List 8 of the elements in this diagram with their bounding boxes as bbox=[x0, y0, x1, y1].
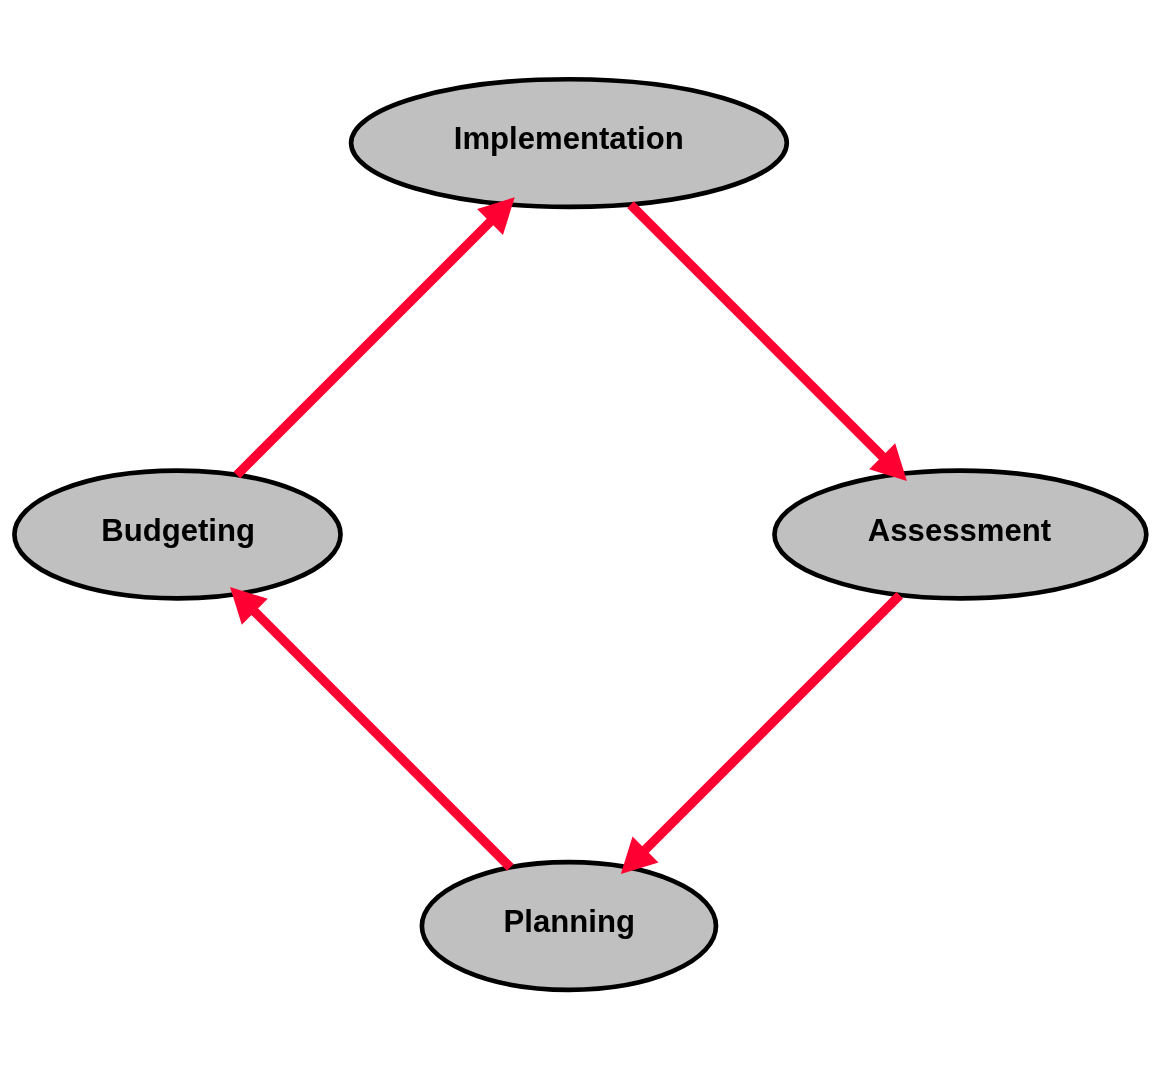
arrow bbox=[620, 591, 903, 874]
node-ellipse: Implementation bbox=[348, 76, 790, 209]
node-ellipse: Planning bbox=[419, 859, 719, 992]
arrow bbox=[627, 200, 907, 481]
node-ellipse: Assessment bbox=[772, 467, 1149, 601]
arrow bbox=[230, 586, 514, 871]
node-ellipse: Budgeting bbox=[12, 467, 343, 601]
arrow bbox=[233, 196, 515, 478]
